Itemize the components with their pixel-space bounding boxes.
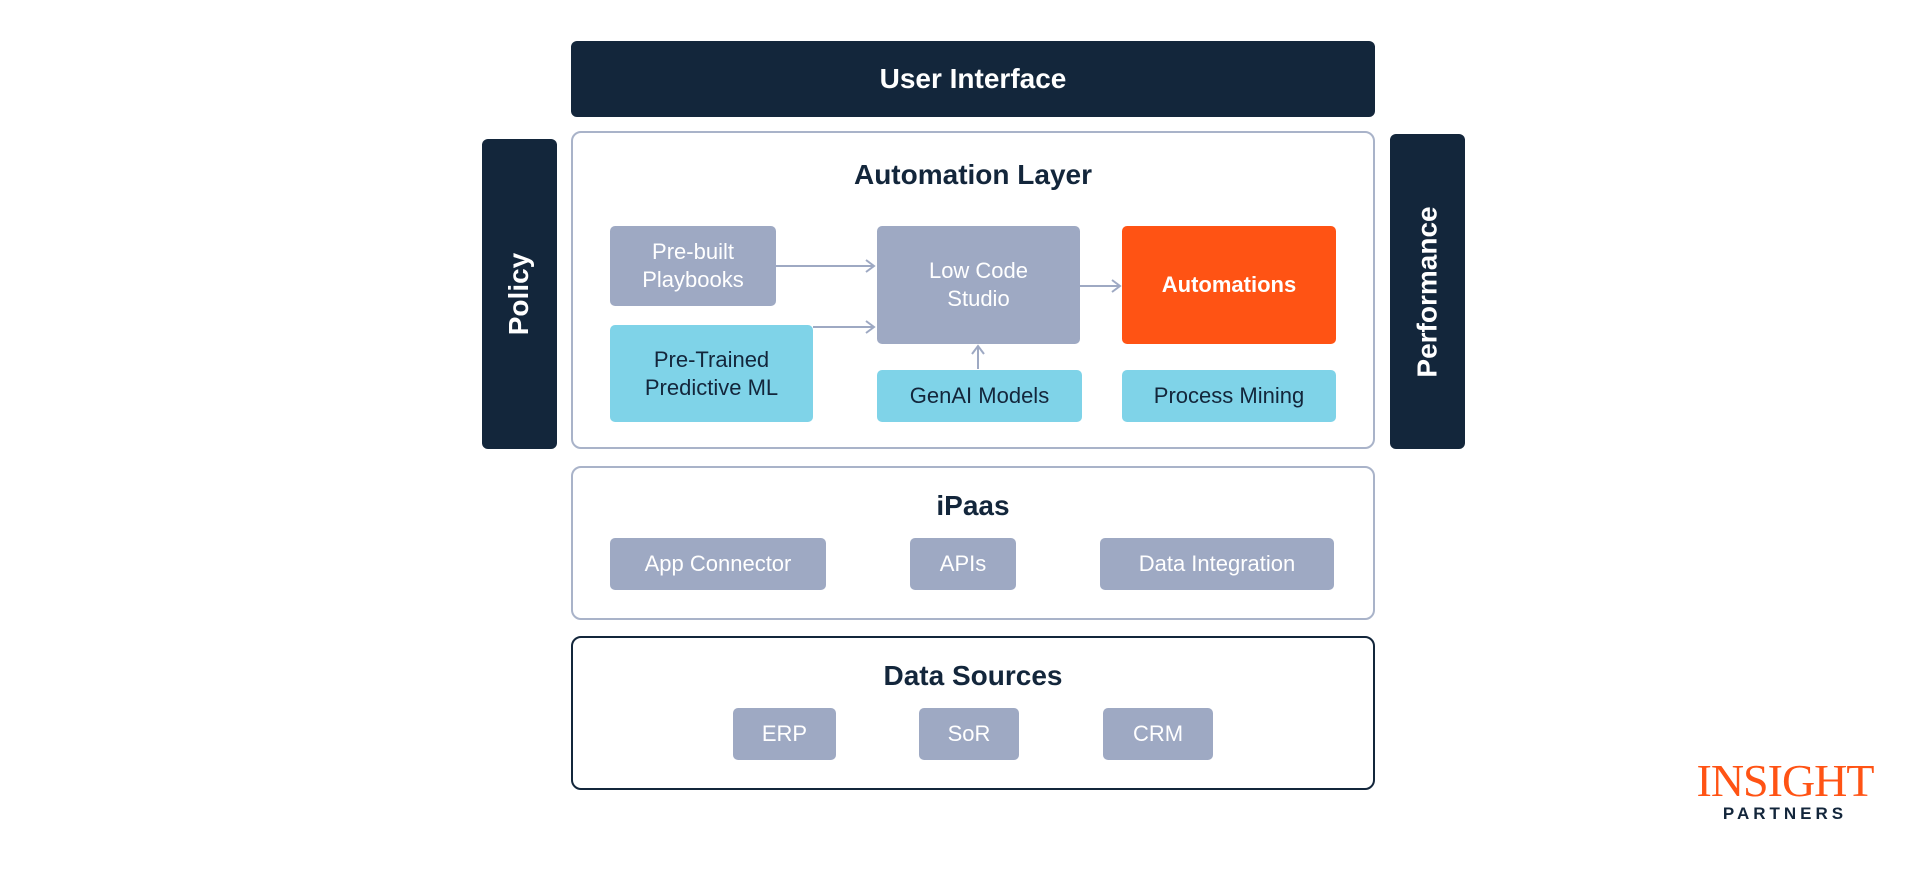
prebuilt-playbooks-label: Pre-built Playbooks	[642, 239, 744, 292]
insight-partners-logo: INSIGHT PARTNERS	[1680, 758, 1890, 828]
process-mining-box: Process Mining	[1122, 370, 1336, 422]
data-sources-title: Data Sources	[883, 660, 1063, 691]
ipaas-title: iPaas	[936, 490, 1010, 521]
pretrained-ml-box: Pre-Trained Predictive ML	[610, 325, 813, 422]
data-source-item: CRM	[1103, 708, 1213, 760]
arrow-head-ml	[865, 320, 876, 334]
automation-layer-title: Automation Layer	[853, 159, 1093, 190]
apis-label: APIs	[939, 551, 987, 576]
ipaas-item: App Connector	[610, 538, 826, 590]
app-connector-label: App Connector	[644, 551, 792, 576]
sor-label: SoR	[947, 721, 991, 746]
arrow-head-playbooks	[865, 259, 876, 273]
prebuilt-playbooks-box: Pre-built Playbooks	[610, 226, 776, 306]
crm-label: CRM	[1132, 721, 1184, 746]
policy-bar: Policy	[482, 139, 557, 449]
arrow-head-genai	[971, 344, 985, 355]
logo-wordmark: INSIGHT	[1696, 755, 1875, 806]
ipaas-item: Data Integration	[1100, 538, 1334, 590]
low-code-studio-box: Low Code Studio	[877, 226, 1080, 344]
erp-label: ERP	[761, 721, 808, 746]
data-source-item: SoR	[919, 708, 1019, 760]
data-integration-label: Data Integration	[1138, 551, 1296, 576]
ipaas-item: APIs	[910, 538, 1016, 590]
user-interface-bar: User Interface	[571, 41, 1375, 117]
low-code-studio-label: Low Code Studio	[928, 258, 1029, 311]
genai-models-box: GenAI Models	[877, 370, 1082, 422]
logo-subtext: PARTNERS	[1722, 804, 1848, 823]
automations-box: Automations	[1122, 226, 1336, 344]
automations-label: Automations	[1161, 272, 1297, 297]
pretrained-ml-label: Pre-Trained Predictive ML	[644, 346, 779, 400]
data-source-item: ERP	[733, 708, 836, 760]
process-mining-label: Process Mining	[1153, 383, 1305, 408]
genai-models-label: GenAI Models	[909, 383, 1050, 408]
user-interface-label: User Interface	[879, 63, 1067, 94]
arrow-head-automations	[1111, 279, 1122, 293]
performance-bar: Performance	[1390, 134, 1465, 449]
